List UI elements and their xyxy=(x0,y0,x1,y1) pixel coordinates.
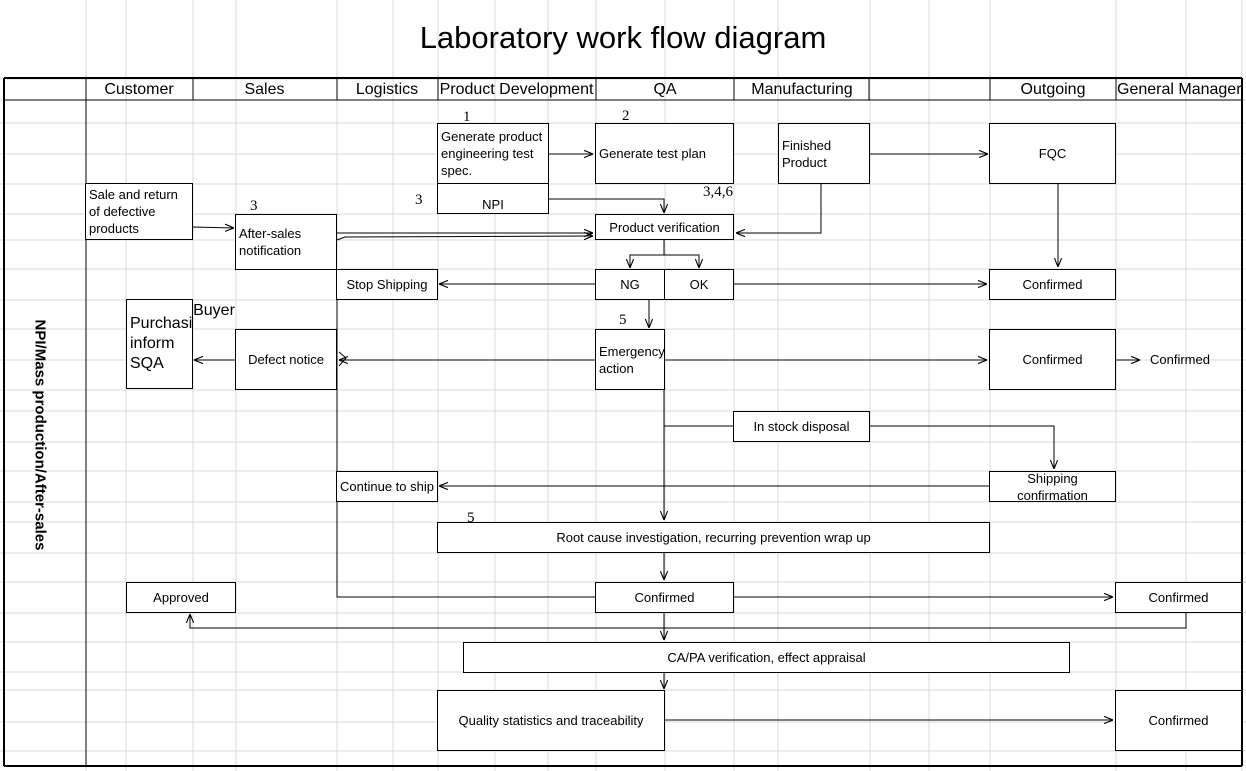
confirmed-gm-label: Confirmed xyxy=(1150,352,1210,367)
stop-shipping-box: Stop Shipping xyxy=(336,269,438,300)
lane-header-customer: Customer xyxy=(104,81,174,98)
root-cause-box: Root cause investigation, recurring prev… xyxy=(437,522,990,553)
emergency-action-box: Emergency action xyxy=(595,329,665,390)
arrow-aftersales-to-verification-2 xyxy=(336,236,593,241)
defect-notice-box: Defect notice xyxy=(235,329,337,390)
lane-header-logistics: Logistics xyxy=(355,81,419,98)
capa-verification-box: CA/PA verification, effect appraisal xyxy=(463,642,1070,673)
buyer-label: Buyer xyxy=(193,302,235,319)
arrow-instock-to-shipping-conf xyxy=(870,425,1054,469)
product-verification-box: Product verification xyxy=(595,214,734,240)
step-number: 1 xyxy=(463,109,471,125)
lane-header-outgoing: Outgoing xyxy=(1020,81,1086,98)
confirmed-gm-box-2: Confirmed xyxy=(1115,690,1242,751)
quality-statistics-box: Quality statistics and traceability xyxy=(437,690,665,751)
generate-test-plan-box: Generate test plan xyxy=(595,123,734,184)
step-number: 3,4,6 xyxy=(703,184,733,200)
fqc-box: FQC xyxy=(989,123,1116,184)
continue-to-ship-box: Continue to ship xyxy=(336,471,438,502)
step-number: 3 xyxy=(415,192,423,208)
after-sales-notification-box: After-sales notification xyxy=(235,214,337,270)
arrow-npi-to-verification xyxy=(549,198,664,213)
sale-and-return-box: Sale and return of defective products xyxy=(85,183,193,240)
npi-box: NPI xyxy=(437,183,549,214)
lane-header-sales: Sales xyxy=(244,81,285,98)
lane-header-product-development: Product Development xyxy=(439,81,594,98)
lane-header-manufacturing: Manufacturing xyxy=(751,81,853,98)
ng-box: NG xyxy=(595,269,665,300)
finished-product-box: Finished Product xyxy=(778,123,870,184)
generate-spec-box: Generate product engineering test spec. xyxy=(437,123,549,184)
confirmed-outgoing-box: Confirmed xyxy=(989,269,1116,300)
lane-header-qa: QA xyxy=(653,81,677,98)
shipping-confirmation-box: Shipping confirmation xyxy=(989,471,1116,502)
arrow-verification-to-ng xyxy=(630,240,665,268)
purchasing-inform-sqa-box: Purchasing inform SQA xyxy=(126,299,193,389)
arrow-gm-to-approved xyxy=(190,613,1187,629)
approved-box: Approved xyxy=(126,582,236,613)
confirmed-gm-box: Confirmed xyxy=(1115,582,1242,613)
ok-box: OK xyxy=(664,269,734,300)
diagram-title: Laboratory work flow diagram xyxy=(419,20,827,55)
step-number: 5 xyxy=(619,312,627,328)
lane-header-general-manager: General Manager xyxy=(1117,81,1241,98)
defect-notice-bracket xyxy=(338,351,347,367)
in-stock-disposal-box: In stock disposal xyxy=(733,411,870,442)
step-number: 3 xyxy=(250,198,258,214)
step-number: 5 xyxy=(467,510,475,526)
confirmed-qa-box: Confirmed xyxy=(595,582,734,613)
arrow-finished-to-verification xyxy=(736,184,822,233)
arrow-verification-to-ok xyxy=(664,254,699,268)
step-number: 2 xyxy=(622,108,630,124)
line-logistics-to-confirmed xyxy=(336,300,595,598)
arrow-return-to-aftersales xyxy=(192,227,234,228)
confirmed-outgoing-box-2: Confirmed xyxy=(989,329,1116,390)
